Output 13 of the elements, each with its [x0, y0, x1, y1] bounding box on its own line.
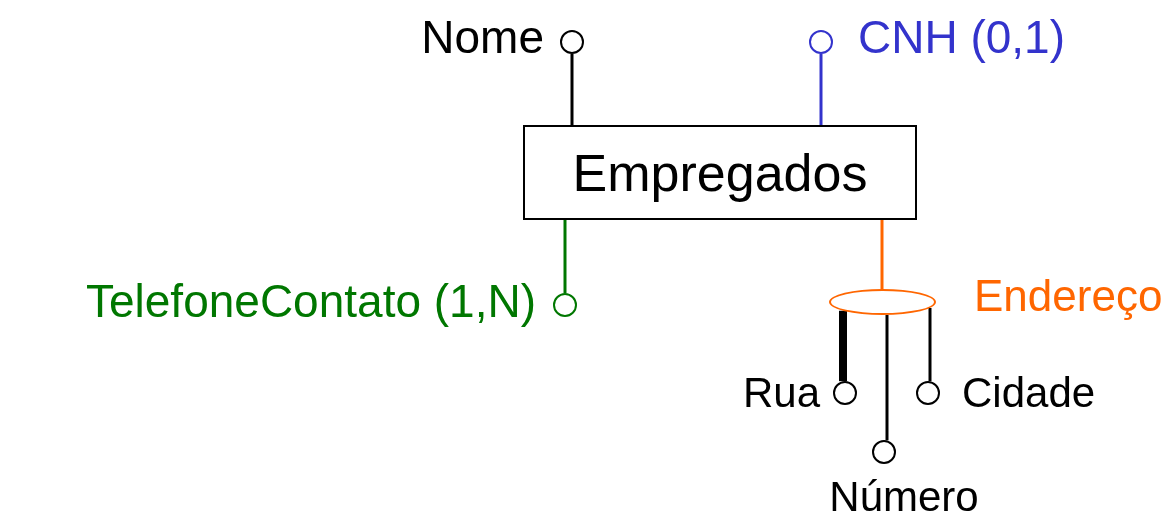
- connector-line: [885, 314, 889, 441]
- connector-line: [819, 54, 823, 125]
- connector-line: [563, 220, 567, 293]
- attribute-label: Número: [829, 476, 979, 518]
- attribute-label: Nome: [421, 14, 544, 60]
- connector-line: [928, 308, 932, 382]
- entity-box: Empregados: [523, 125, 917, 220]
- connector-line: [839, 310, 847, 382]
- connector-line: [880, 220, 884, 289]
- attribute-label: Cidade: [962, 372, 1096, 414]
- connector-line: [570, 54, 574, 125]
- attribute-label: Rua: [742, 372, 820, 414]
- attribute-label: Endereço: [974, 274, 1163, 318]
